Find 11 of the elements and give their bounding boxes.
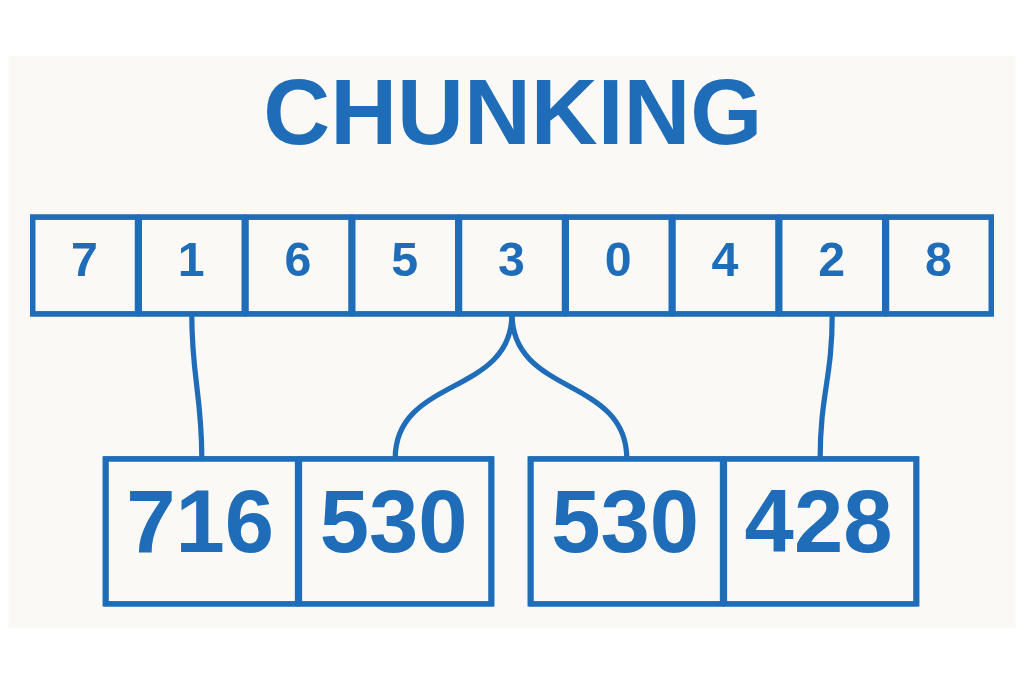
connector — [817, 313, 835, 459]
node-box: 3 — [457, 214, 567, 316]
node-box: 7 — [30, 214, 140, 316]
node-box: 530 — [296, 455, 494, 606]
node-box: 0 — [563, 214, 674, 316]
diagram-title: CHUNKING — [263, 59, 763, 164]
node-box: 428 — [721, 455, 919, 606]
connector — [509, 313, 630, 459]
node-box: 8 — [884, 214, 994, 316]
connector — [189, 313, 205, 459]
node-box: 1 — [136, 214, 247, 316]
